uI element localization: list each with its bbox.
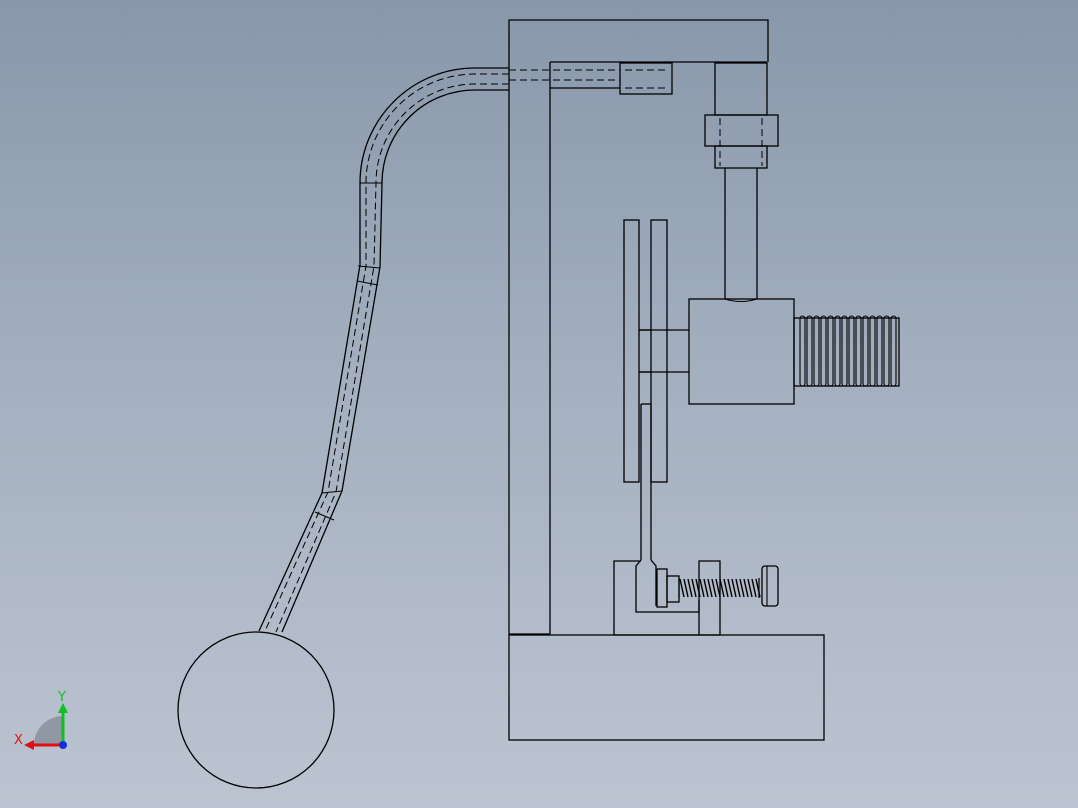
- screw-thread-line: [711, 578, 717, 598]
- thread-ridge: [827, 315, 834, 387]
- x-axis-label: X: [14, 733, 23, 748]
- y-axis-label: Y: [57, 690, 66, 705]
- axis-triad: Y X: [14, 690, 68, 750]
- screw-thread-line: [691, 578, 697, 598]
- thread-ridge: [855, 315, 862, 387]
- thread-ridge: [869, 315, 876, 387]
- adjusting-screw: [656, 565, 779, 608]
- screw-thread-line: [719, 578, 725, 598]
- thread-ridge: [799, 315, 806, 387]
- screw-thread-line: [703, 578, 709, 598]
- thread-ridge: [834, 315, 841, 387]
- base-block: [508, 634, 825, 741]
- top-arm: [509, 61, 767, 95]
- screw-thread-line: [707, 578, 713, 598]
- thread-ridge: [820, 315, 827, 387]
- screw-thread-line: [687, 578, 693, 598]
- screw-thread-line: [735, 578, 741, 598]
- screw-thread-line: [743, 578, 749, 598]
- connecting-shaft: [639, 329, 689, 373]
- lower-bracket: [613, 560, 721, 636]
- screw-thread-line: [683, 578, 689, 598]
- thread-ridge: [890, 315, 897, 387]
- screw-thread-line: [727, 578, 733, 598]
- screw-thread-line: [695, 578, 701, 598]
- screw-thread-line: [715, 578, 721, 598]
- link-plates: [623, 219, 668, 483]
- lever-knob: [177, 631, 335, 789]
- thread-ridge: [883, 315, 890, 387]
- spindle: [704, 62, 779, 303]
- threaded-rod: [793, 315, 900, 387]
- lever-tube: [258, 67, 509, 633]
- triad-plane-icon: [34, 716, 63, 745]
- screw-thread-line: [747, 578, 753, 598]
- thread-ridge: [841, 315, 848, 387]
- screw-thread-line: [699, 578, 705, 598]
- head-block: [688, 298, 795, 405]
- screw-thread-line: [679, 578, 685, 598]
- thread-ridge: [806, 315, 813, 387]
- thread-ridge: [813, 315, 820, 387]
- thread-ridge: [848, 315, 855, 387]
- thread-ridge: [862, 315, 869, 387]
- screw-thread-line: [731, 578, 737, 598]
- thread-ridge: [876, 315, 883, 387]
- screw-thread-line: [723, 578, 729, 598]
- z-axis-dot: [59, 741, 67, 749]
- column-frame: [508, 19, 769, 635]
- screw-thread-line: [739, 578, 745, 598]
- screw-thread-line: [751, 578, 757, 598]
